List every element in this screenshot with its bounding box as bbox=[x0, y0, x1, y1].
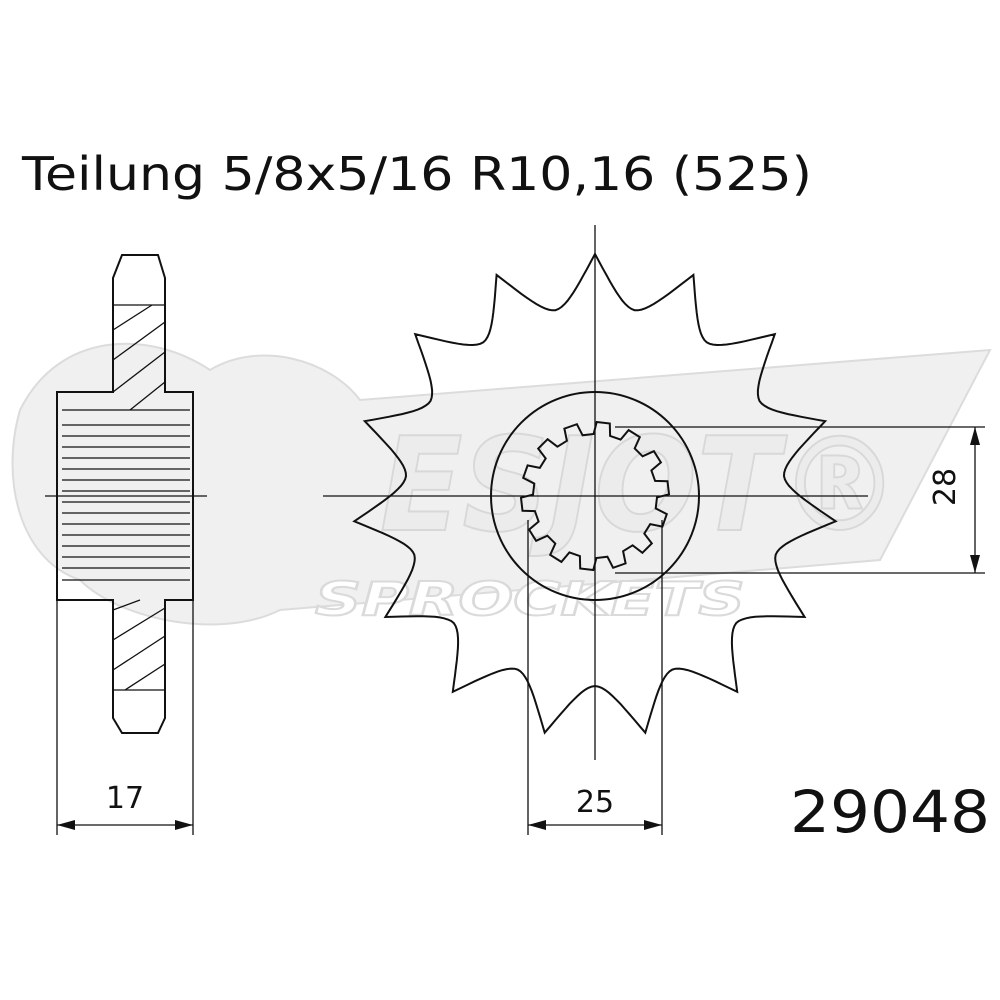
watermark-brand: ESJOT® bbox=[380, 409, 900, 561]
side-view-outline bbox=[56, 254, 194, 734]
bore-label: 28 bbox=[928, 468, 963, 506]
front-view: 28 25 bbox=[323, 225, 985, 835]
watermark-logo-shape bbox=[11, 342, 992, 626]
spline-bore bbox=[519, 420, 671, 572]
side-view-hatch bbox=[112, 304, 166, 691]
part-number: 29048 bbox=[790, 778, 990, 846]
watermark-subtitle: SPROCKETS bbox=[315, 572, 745, 626]
page-title: Teilung 5/8x5/16 R10,16 (525) bbox=[21, 147, 812, 201]
hub-diameter-label: 25 bbox=[576, 785, 614, 820]
side-view: 17 bbox=[45, 254, 207, 835]
side-view-hub-lines bbox=[62, 424, 190, 569]
thickness-label: 17 bbox=[106, 781, 144, 816]
